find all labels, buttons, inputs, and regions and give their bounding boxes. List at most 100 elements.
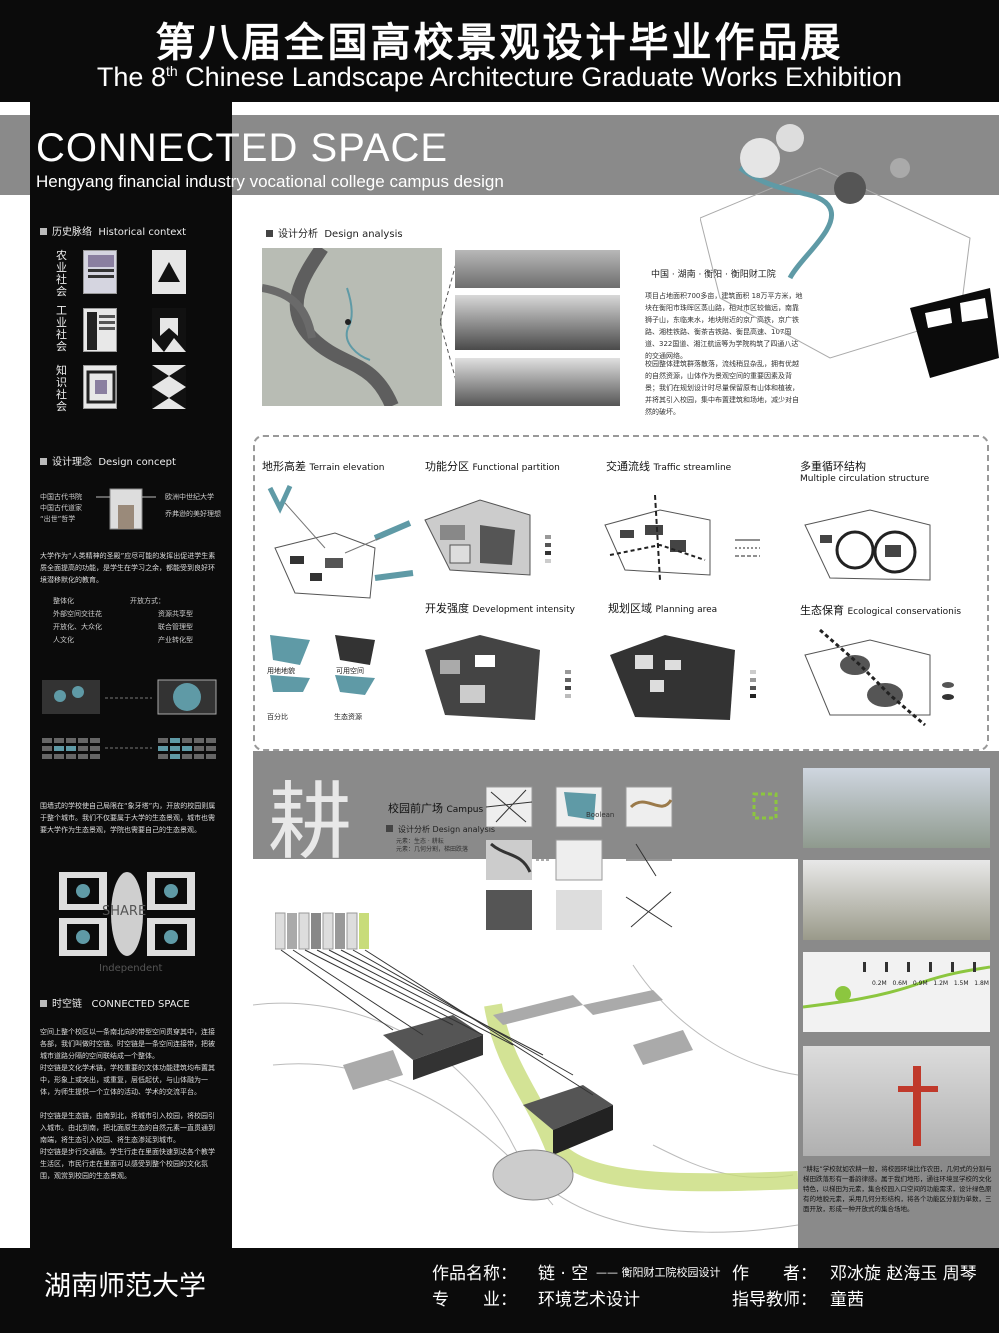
scale-labels: 0.2M 0.6M 0.9M 1.2M 1.5M 1.8M xyxy=(872,978,992,989)
triangle-up-icon xyxy=(152,250,186,294)
campus-square-title-en: Campus square xyxy=(446,805,517,815)
diamond-pattern-icon xyxy=(152,365,186,409)
timechain-heading-en: CONNECTED SPACE xyxy=(91,999,190,1010)
author-names: 邓冰旋 赵海玉 周琴 xyxy=(830,1264,977,1284)
historical-heading-en: Historical context xyxy=(98,227,187,238)
square-icon xyxy=(40,1000,47,1007)
terrain-diagram xyxy=(267,484,414,599)
concept-heading-en: Design concept xyxy=(98,457,176,468)
zigzag-icon xyxy=(152,308,186,352)
author-label: 作 者： xyxy=(732,1264,817,1284)
scale-label: 0.2M xyxy=(872,980,887,987)
site-photo-2 xyxy=(455,295,620,350)
concept-left-item: 中国古代书院 xyxy=(40,493,82,501)
work-name-subtitle: —— 衡阳财工院校园设计 xyxy=(596,1266,721,1279)
perspective-render-3 xyxy=(803,1046,990,1156)
campus-square-title: 校园前广场 Campus square xyxy=(388,800,517,816)
timechain-paragraph-2: 时空链是文化学术链，学校重要的文体功能建筑均布置其中，形象上或突出，或重复，层低… xyxy=(40,1064,215,1096)
ecology-diagram xyxy=(804,628,954,727)
square-icon xyxy=(40,228,47,235)
panel-title-circulation-cn: 多重循环结构 xyxy=(800,460,866,473)
timechain-paragraph-3: 时空链是生态链，由南到北，将城市引入校园，将校园引入城市。由北到南，把北面原生态… xyxy=(40,1112,215,1144)
scale-label: 0.9M xyxy=(912,980,928,987)
work-name-value: 链 · 空 xyxy=(538,1264,589,1284)
title-en-post: Chinese Landscape Architecture Graduate … xyxy=(177,62,903,92)
perspective-render-1 xyxy=(803,768,990,848)
concept-right-list: 欧洲中世纪大学 乔弗逊的美好理想 xyxy=(165,492,221,520)
square-note-1: 元素：生态 · 耕耘 xyxy=(396,838,444,845)
panel-title-ecology: 生态保育 Ecological conservationis xyxy=(800,602,961,618)
panel-title-terrain-cn: 地形高差 xyxy=(262,460,306,473)
square-note-2: 元素：几何分割，梯田跌落 xyxy=(396,846,469,853)
campus-axonometric-model xyxy=(253,949,798,1233)
design-analysis-heading: 设计分析 Design analysis xyxy=(266,225,403,240)
concept-right-item: 乔弗逊的美好理想 xyxy=(165,510,221,518)
concept-left-item: 中国古代道家 xyxy=(40,504,82,512)
exhibition-title-en: The 8th Chinese Landscape Architecture G… xyxy=(0,62,999,93)
panel-title-traffic-en: Traffic streamline xyxy=(653,463,732,473)
feature-list-b: 开放方式： 资源共享型 联合管理型 产业转化型 xyxy=(130,595,193,647)
panel-title-terrain: 地形高差 Terrain elevation xyxy=(262,458,384,474)
concept-right-item: 欧洲中世纪大学 xyxy=(165,493,214,501)
terrain-sub-diagrams xyxy=(270,635,375,695)
panel-title-ecology-cn: 生态保育 xyxy=(800,604,844,617)
scale-label: 1.8M xyxy=(974,980,989,987)
concept-left-list: 中国古代书院 中国古代道家 “出世”哲学 xyxy=(40,492,82,525)
concept-diagram xyxy=(96,488,156,530)
feature-item: 外部空间交往花 xyxy=(53,610,102,618)
development-diagram xyxy=(425,635,571,720)
feature-item: 资源共享型 xyxy=(158,610,193,618)
square-icon xyxy=(386,825,393,832)
design-explanation: “耕耘”学校就如农耕一般，将校园环境比作农田，几何式的分割与梯田跌落形有一番韵律… xyxy=(803,1165,992,1213)
panel-title-planning-en: Planning area xyxy=(655,605,718,615)
major-label: 专 业： xyxy=(432,1290,517,1310)
era-image-3 xyxy=(83,365,117,409)
feature-item: 开放方式： xyxy=(130,597,165,605)
panel-title-development-cn: 开发强度 xyxy=(425,602,469,615)
panel-title-function-en: Functional partition xyxy=(472,463,560,473)
feature-item: 整体化 xyxy=(53,597,74,605)
panel-title-planning: 规划区域 Planning area xyxy=(608,600,717,616)
square-analysis-heading-en: Design analysis xyxy=(432,825,496,834)
circulation-diagrams xyxy=(42,679,217,759)
square-analysis-heading: 设计分析 Design analysis xyxy=(386,824,495,835)
design-analysis-heading-en: Design analysis xyxy=(324,229,403,240)
feature-item: 产业转化型 xyxy=(158,636,193,644)
site-description-1: 项目占地面积700多亩，建筑面积 18万平方米，地块在衡阳市珠晖区蒸山路，相对市… xyxy=(645,292,803,360)
campus-square-title-cn: 校园前广场 xyxy=(388,802,443,815)
section-elevation xyxy=(802,952,991,1032)
design-analysis-heading-cn: 设计分析 xyxy=(278,229,318,240)
terrain-label-4: 生态资源 xyxy=(334,713,362,721)
panel-title-terrain-en: Terrain elevation xyxy=(309,463,385,473)
feature-item: 人文化 xyxy=(53,636,74,644)
school-name: 湖南师范大学 xyxy=(44,1271,206,1302)
advisor-label: 指导教师： xyxy=(732,1290,817,1310)
concept-paragraph: 大学作为“人类精神的圣殿”应尽可能的发挥出促进学生素质全面提高的功能，是学生在学… xyxy=(40,552,216,584)
panel-title-planning-cn: 规划区域 xyxy=(608,602,652,615)
planning-diagram xyxy=(610,635,756,720)
project-subtitle: Hengyang financial industry vocational c… xyxy=(36,172,504,191)
concept-heading: 设计理念 Design concept xyxy=(40,453,176,468)
era-image-1 xyxy=(83,250,117,294)
share-diagram xyxy=(59,872,195,956)
scale-label: 1.5M xyxy=(953,980,969,987)
square-icon xyxy=(40,458,47,465)
panel-title-development: 开发强度 Development intensity xyxy=(425,600,575,616)
site-photo-1 xyxy=(455,250,620,288)
panel-title-traffic: 交通流线 Traffic streamline xyxy=(606,458,731,474)
location-title: 中国 · 湖南 · 衡阳 · 衡阳财工院 xyxy=(651,270,776,280)
panel-title-function-cn: 功能分区 xyxy=(425,460,469,473)
independent-label: Independent xyxy=(99,963,163,974)
work-name-label: 作品名称： xyxy=(432,1264,517,1284)
feature-item: 开放化、大众化 xyxy=(53,623,102,631)
title-en-pre: The 8 xyxy=(96,62,166,92)
terrain-label-1: 用地地貌 xyxy=(267,667,295,675)
site-axonometric xyxy=(700,124,999,378)
left-column xyxy=(30,102,232,1248)
era-industrial: 工业社会 xyxy=(56,304,67,353)
historical-heading-cn: 历史脉络 xyxy=(52,227,92,238)
exhibition-title-cn: 第八届全国高校景观设计毕业作品展 xyxy=(155,20,844,66)
panel-title-traffic-cn: 交通流线 xyxy=(606,460,650,473)
feature-list-a: 整体化 外部空间交往花 开放化、大众化 人文化 xyxy=(53,595,102,647)
